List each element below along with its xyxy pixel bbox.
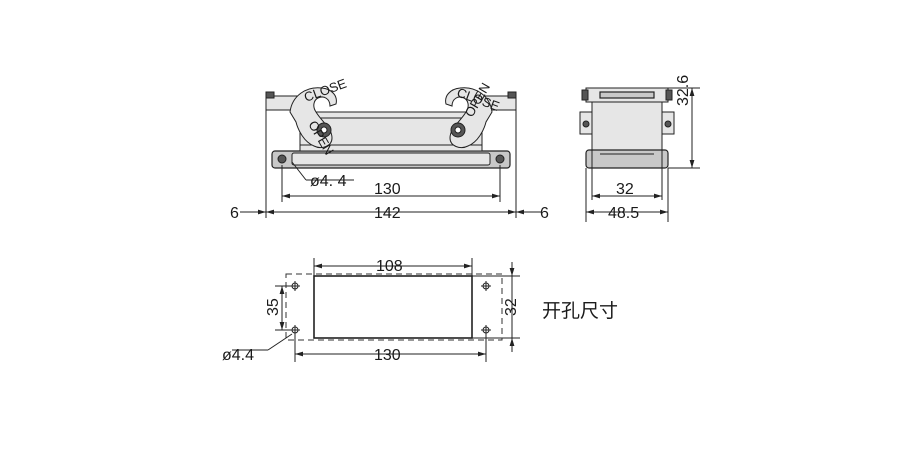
front-right-margin-label: 6 (540, 205, 549, 222)
side-view: 32.6 32 48.5 (579, 75, 700, 222)
cutout-title: 开孔尺寸 (542, 300, 618, 322)
cutout-bottom-width-label: 130 (374, 347, 401, 364)
front-inner-width-label: 130 (374, 181, 401, 198)
cutout-hole-marks (290, 281, 491, 335)
front-hole-diameter-label: ø4. 4 (310, 173, 347, 190)
front-left-margin-label: 6 (230, 205, 239, 222)
front-view: CLOSE OPEN CLOSE OPEN ø4. 4 130 142 6 6 (230, 76, 549, 222)
cutout-hole-diameter-label: ø4.4 (222, 347, 254, 364)
front-overall-width-label: 142 (374, 205, 401, 222)
side-inner-width-label: 32 (616, 181, 634, 198)
side-height-label: 32.6 (675, 75, 692, 106)
cutout-right-height-label: 32 (503, 298, 520, 316)
side-outer-width-label: 48.5 (608, 205, 639, 222)
panel-cutout: 108 130 35 32 ø4.4 开孔尺寸 (222, 258, 618, 364)
cutout-left-height-label: 35 (265, 298, 282, 316)
left-lever-close-text: CLOSE (302, 76, 349, 105)
cutout-rectangle (313, 275, 473, 339)
cutout-top-width-label: 108 (376, 258, 403, 275)
